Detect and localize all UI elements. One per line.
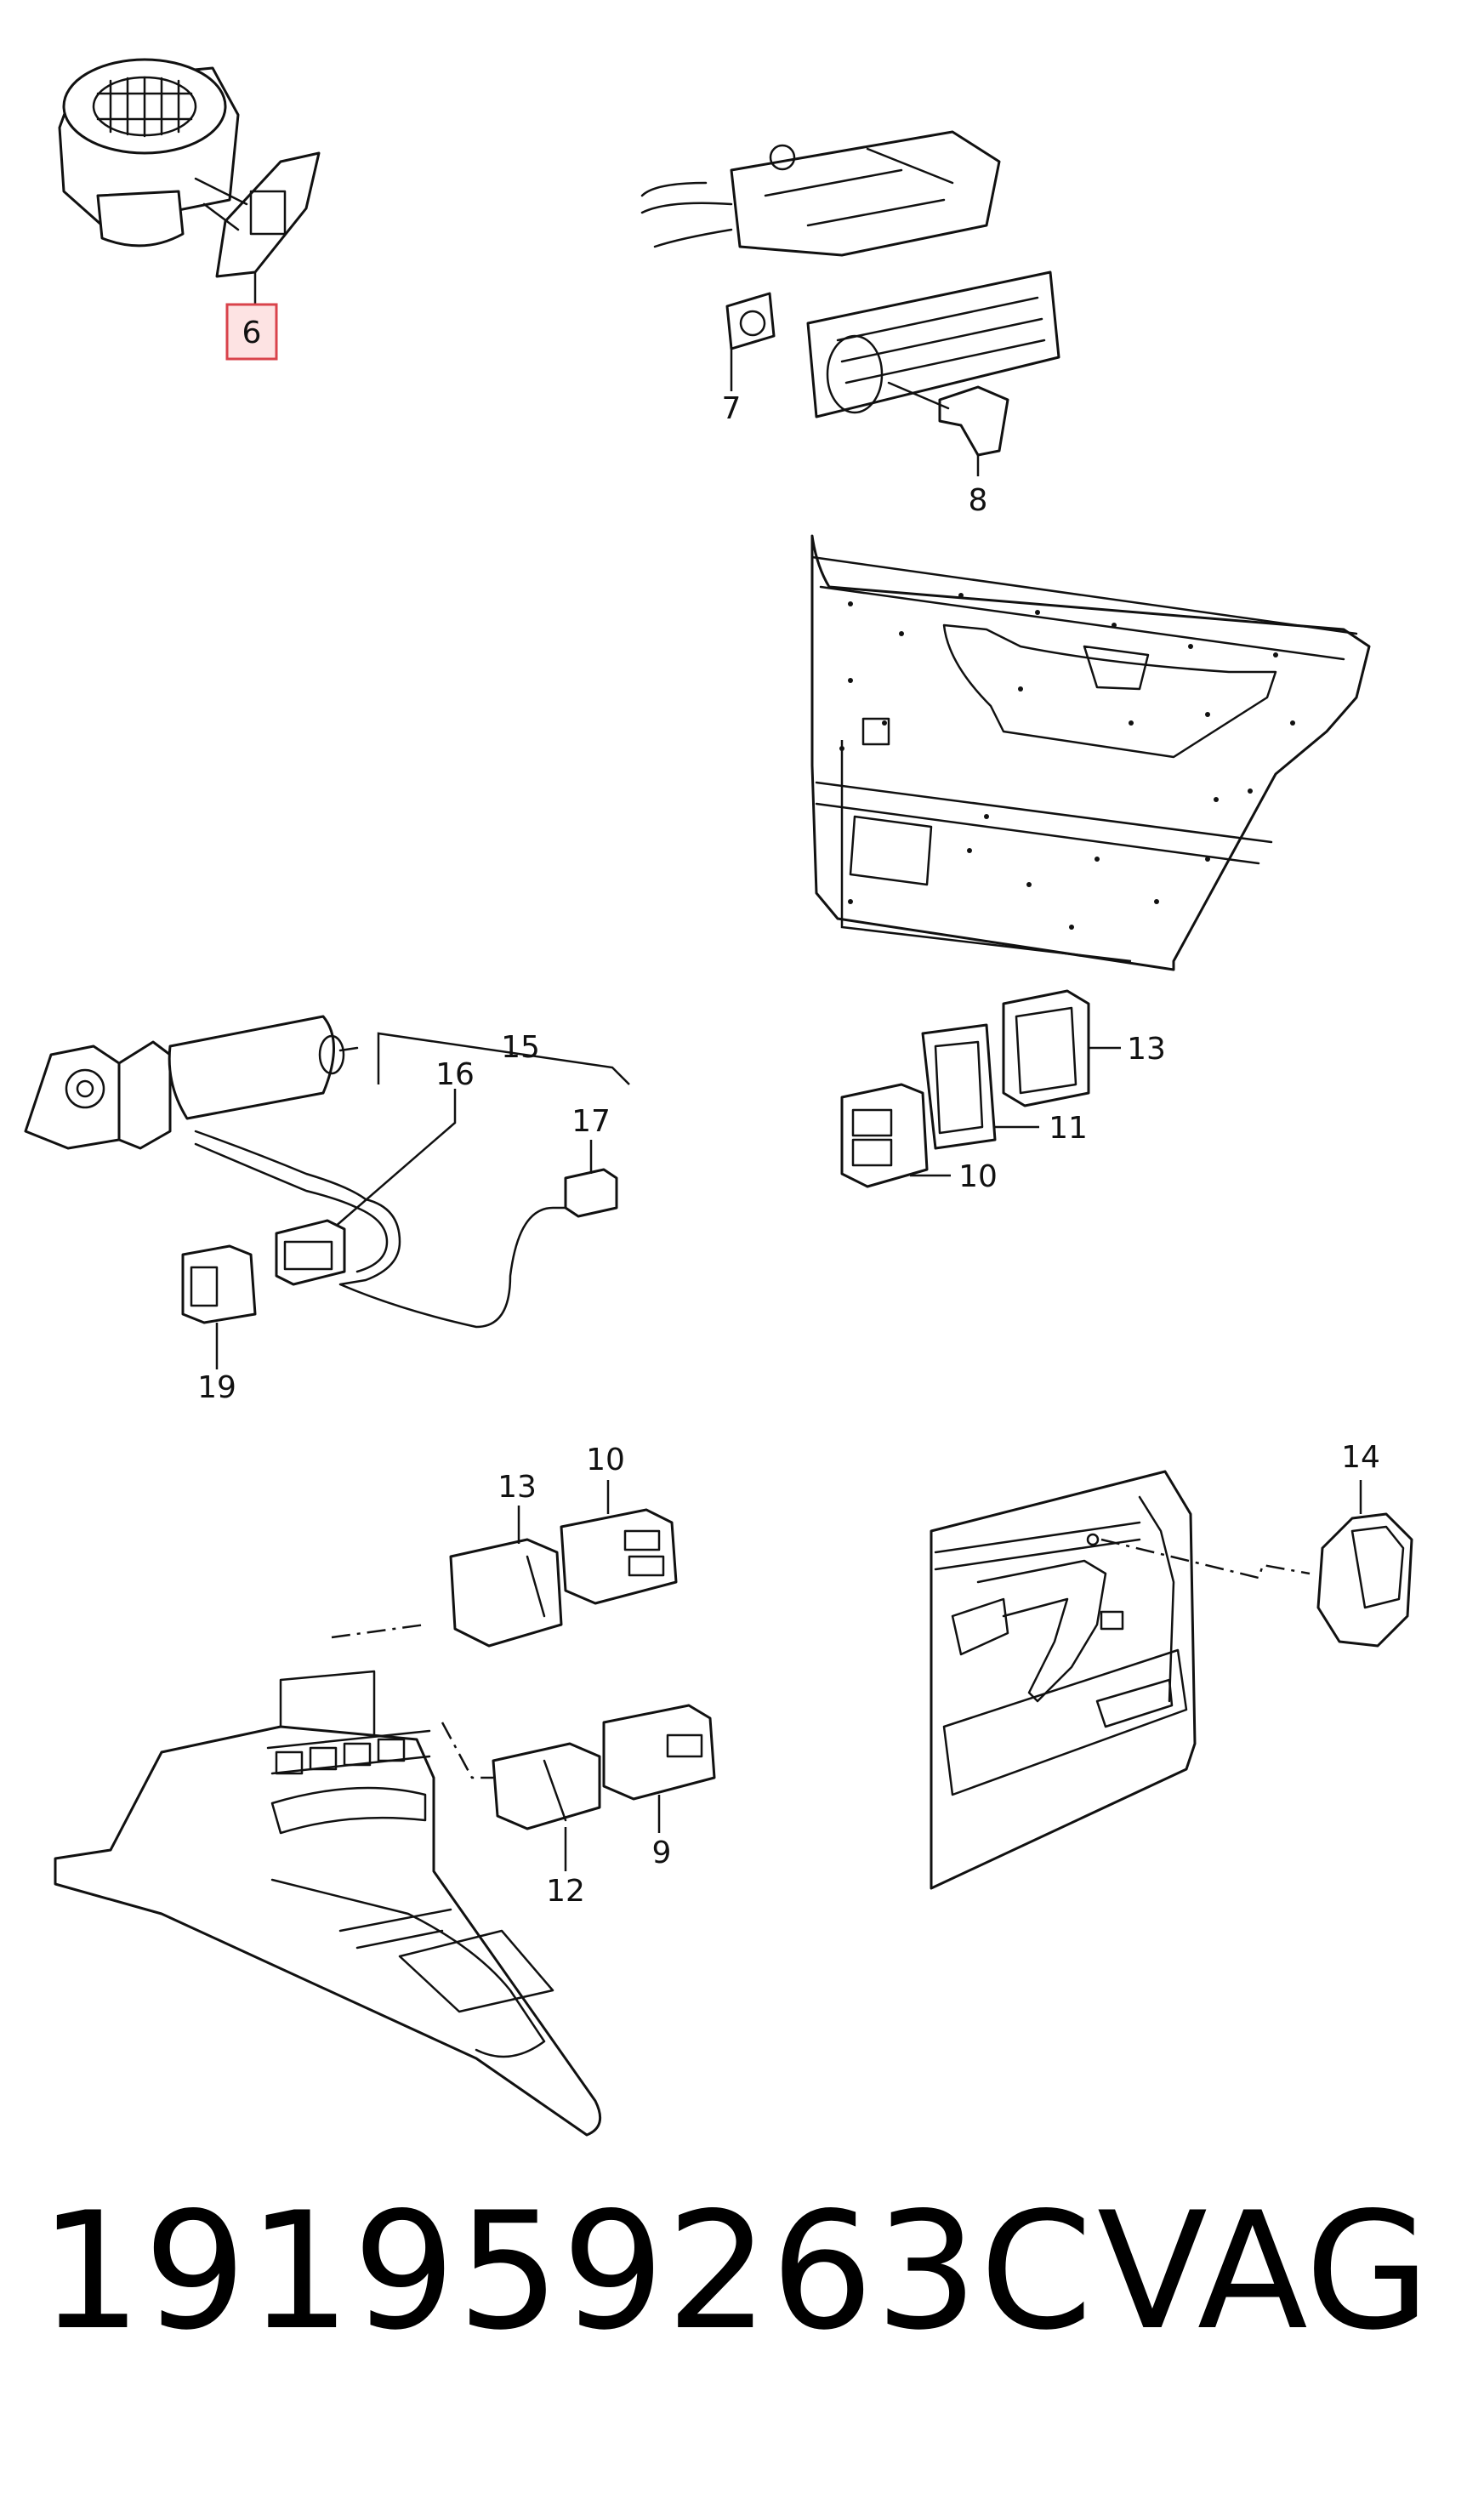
blower-motor-group: 6 [58,58,321,361]
callout-10-left[interactable]: 10 [586,1443,625,1477]
callout-14[interactable]: 14 [1341,1440,1380,1475]
rear-switch-group: 13 11 10 [840,989,1166,1194]
callout-15[interactable]: 15 [501,1030,540,1065]
window-motor-group: 15 16 17 19 [24,1015,630,1405]
callout-7[interactable]: 7 [722,391,742,426]
callout-17[interactable]: 17 [571,1104,611,1139]
heater-control-group: 7 8 [640,130,1060,518]
callout-11[interactable]: 11 [1049,1111,1088,1146]
callout-8[interactable]: 8 [969,483,988,518]
callout-6[interactable]: 6 [242,316,262,350]
callout-16[interactable]: 16 [435,1057,475,1092]
callout-10-right[interactable]: 10 [958,1159,998,1194]
callout-12[interactable]: 12 [546,1874,585,1909]
front-door-group: 14 [930,1440,1413,1890]
part-number: 191959263C [39,2177,1095,2365]
callout-9[interactable]: 9 [652,1836,672,1870]
center-console-group: 13 10 12 9 [54,1443,716,2137]
callout-13-right[interactable]: 13 [1127,1032,1166,1067]
callout-13-left[interactable]: 13 [498,1470,537,1505]
rear-door-panel-group [810,534,1371,971]
callout-19[interactable]: 19 [197,1370,236,1405]
callout-6-highlight[interactable] [225,303,278,361]
brand-label: VAG [1097,2177,1430,2365]
